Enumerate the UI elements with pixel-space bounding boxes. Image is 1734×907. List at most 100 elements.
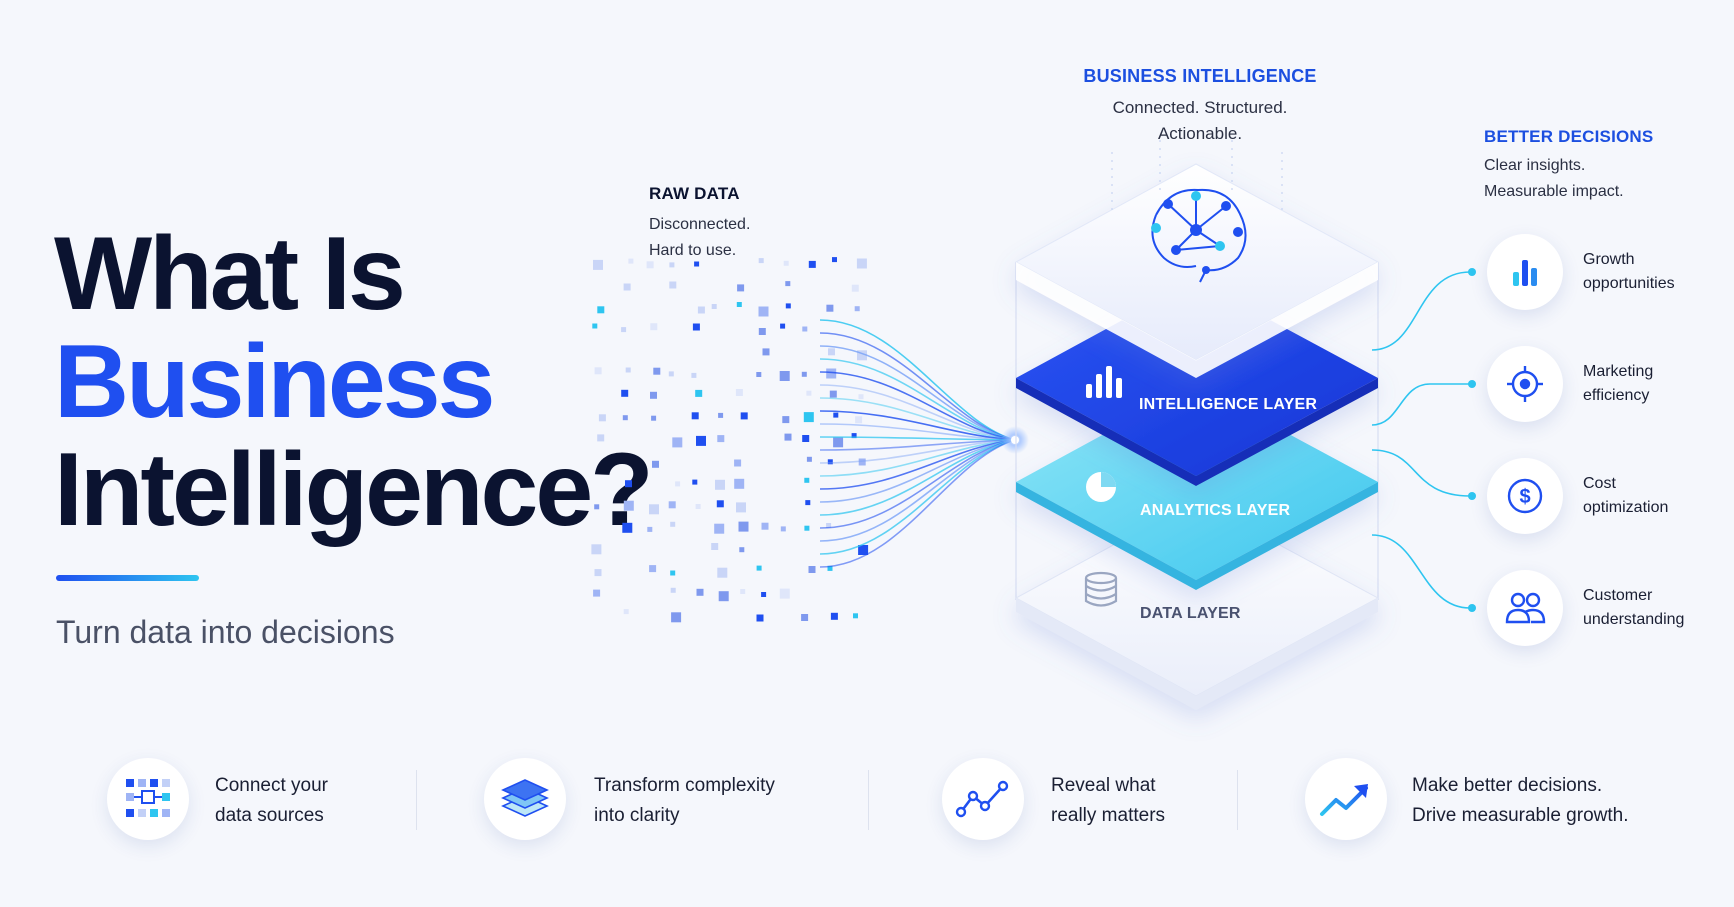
raw-data-dot	[718, 591, 729, 602]
raw-data-dot	[826, 304, 834, 312]
raw-data-dot	[625, 480, 632, 488]
raw-data-dot	[669, 262, 675, 268]
data-stream-line	[819, 397, 1016, 441]
analytics-layer-label: ANALYTICS LAYER	[1140, 502, 1291, 519]
raw-data-dot	[694, 261, 700, 267]
data-stream-line	[819, 319, 1016, 441]
raw-data-dot	[756, 372, 762, 377]
outcome-marketing-line-2: efficiency	[1583, 387, 1650, 404]
raw-data-dot	[756, 614, 764, 622]
raw-data-dot	[827, 459, 833, 465]
raw-data-dot	[780, 323, 786, 329]
outcome-cost-line-2: optimization	[1583, 499, 1669, 516]
outcome-growth-text: Growth opportunities	[1583, 248, 1675, 296]
outcome-customer-line-1: Customer	[1583, 587, 1653, 604]
raw-data-dot	[805, 500, 811, 506]
raw-data-dot	[649, 504, 659, 515]
raw-data-dot	[668, 501, 676, 509]
dollar-icon: $	[1507, 478, 1543, 514]
raw-data-dot	[806, 456, 812, 462]
raw-data-dot	[649, 565, 657, 573]
step-transform-text: Transform complexity into clarity	[594, 771, 775, 831]
raw-data-dot	[833, 437, 844, 448]
raw-data-dot	[802, 326, 808, 332]
better-line-2: Measurable impact.	[1484, 183, 1624, 200]
raw-data-dot	[858, 458, 866, 466]
raw-data-dot	[691, 412, 699, 420]
better-line-1: Clear insights.	[1484, 157, 1586, 174]
raw-data-dot	[598, 414, 606, 422]
svg-text:$: $	[1519, 486, 1530, 508]
outcome-cost-text: Cost optimization	[1583, 472, 1668, 520]
step-connect-text: Connect your data sources	[215, 771, 328, 831]
raw-data-line-1: Disconnected.	[649, 216, 751, 233]
raw-data-dot	[715, 479, 725, 490]
raw-data-dot	[670, 570, 676, 576]
light-rays	[1111, 140, 1283, 215]
connector-dots	[1468, 268, 1476, 612]
raw-data-dot	[779, 588, 790, 599]
raw-data-dot	[856, 258, 867, 269]
raw-data-dot	[711, 304, 717, 309]
raw-data-dot	[621, 389, 629, 397]
raw-data-dot	[853, 613, 858, 619]
database-icon	[1084, 571, 1118, 607]
step-divider-2	[868, 770, 869, 830]
raw-data-dot	[668, 371, 674, 377]
data-sources-icon	[126, 779, 170, 817]
bi-line-2: Actionable.	[1157, 124, 1243, 143]
raw-data-dot	[652, 460, 659, 468]
raw-data-dot	[597, 306, 605, 314]
step-decide-text: Make better decisions. Drive measurable …	[1412, 771, 1628, 831]
outcome-marketing-circle	[1487, 346, 1563, 422]
outcome-customer-line-2: understanding	[1583, 611, 1685, 628]
raw-data-dot	[623, 500, 634, 511]
step-transform-circle	[484, 758, 566, 840]
step-connect-circle	[107, 758, 189, 840]
step-transform-line-1: Transform complexity	[594, 775, 775, 796]
step-divider-1	[416, 770, 417, 830]
brain-nodes	[1151, 191, 1243, 274]
raw-data-dot	[827, 565, 833, 571]
hero-subtitle: Turn data into decisions	[56, 614, 395, 650]
intelligence-bars-icon	[1086, 366, 1122, 398]
raw-data-dot	[758, 328, 766, 335]
raw-data-dot	[622, 522, 633, 533]
raw-data-dot	[803, 412, 814, 423]
raw-data-dot	[647, 526, 653, 532]
hero-title-line-2: Business	[54, 324, 495, 440]
data-stream-line	[819, 410, 1016, 441]
intelligence-layer-label: INTELLIGENCE LAYER	[1139, 396, 1318, 413]
step-connect-line-1: Connect your	[215, 775, 329, 796]
data-stream-line	[819, 439, 1016, 542]
step-reveal-text: Reveal what really matters	[1051, 771, 1165, 831]
raw-data-dot	[736, 302, 742, 307]
target-icon	[1507, 366, 1543, 402]
raw-data-dot	[623, 283, 631, 291]
outcome-cost-circle: $	[1487, 458, 1563, 534]
raw-data-dot	[672, 437, 683, 448]
step-connect-line-2: data sources	[215, 805, 324, 826]
raw-data-dot	[692, 323, 700, 331]
raw-data-dot	[762, 348, 770, 356]
step-decide-line-1: Make better decisions.	[1412, 775, 1603, 796]
analytics-pie-icon	[1086, 472, 1116, 502]
raw-data-dot	[650, 391, 657, 399]
raw-data-dot	[625, 367, 631, 373]
raw-data-dot	[671, 612, 682, 623]
raw-data-dot	[597, 434, 605, 442]
raw-data-dot	[857, 350, 867, 361]
raw-data-dot	[622, 415, 628, 421]
outcome-growth-line-2: opportunities	[1583, 275, 1675, 292]
raw-data-dot	[696, 435, 706, 446]
raw-data-dot	[740, 412, 748, 420]
raw-data-dot	[692, 479, 698, 485]
raw-data-dot	[594, 569, 602, 577]
raw-data-dot	[593, 259, 603, 270]
raw-data-dot	[782, 416, 790, 424]
raw-data-dot	[696, 588, 704, 596]
outcome-growth-circle	[1487, 234, 1563, 310]
raw-data-dot	[756, 565, 762, 571]
raw-data-dot	[855, 416, 863, 424]
